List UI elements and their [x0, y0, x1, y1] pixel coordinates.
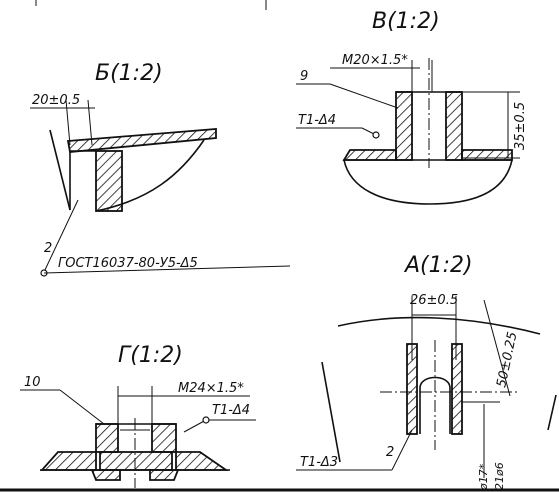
view-g-base-mid [99, 451, 173, 471]
view-a-top-arc [337, 316, 541, 335]
view-a-dia1: ø17* [477, 463, 490, 491]
view-b-ext-line-1 [65, 99, 71, 146]
view-b-title: Б(1:2) [95, 61, 163, 86]
view-v-height-dim: 35±0.5 [513, 102, 528, 150]
view-a-slot [419, 376, 451, 434]
view-g-base-right [175, 451, 229, 471]
view-a-radius-leader [483, 299, 511, 397]
view-a-left-edge [321, 361, 341, 463]
view-v-weld: Т1-Δ4 [298, 113, 336, 128]
view-b-angle-dim: 20±0.5 [32, 93, 80, 108]
view-b-ext-line-2 [87, 99, 93, 146]
view-v-dome [343, 159, 513, 205]
view-g-weld-dot [202, 416, 210, 424]
view-g-thread: M24×1.5* [178, 381, 244, 396]
view-a-dia2: 21ø6 [493, 462, 506, 490]
view-b-note: ГОСТ16037-80-У5-Δ5 [58, 256, 198, 271]
view-b-boss [95, 150, 123, 212]
view-a-wall-right [451, 343, 463, 435]
view-g-weld-leader [183, 419, 207, 433]
view-b-curve [95, 139, 205, 212]
view-a-width-dim: 26±0.5 [410, 293, 458, 308]
view-g-title: Г(1:2) [118, 343, 183, 368]
view-g-lower-right [149, 469, 180, 481]
view-b-plate [66, 128, 217, 153]
view-a-weld: Т1-Δ3 [300, 455, 338, 470]
view-b-left-edge [49, 129, 71, 211]
view-g-lower-left [90, 469, 121, 481]
view-a-leader-label: 2 [386, 445, 394, 460]
view-g-weld: Т1-Δ4 [212, 403, 250, 418]
view-v-thread: M20×1.5* [342, 53, 408, 68]
view-b-note-line [43, 265, 291, 274]
view-g-part: 10 [24, 375, 41, 390]
view-v-wall-right [445, 91, 463, 161]
view-a-title: А(1:2) [403, 253, 473, 278]
view-v-title: В(1:2) [372, 9, 440, 34]
view-g-base-left [39, 451, 97, 471]
view-v: В(1:2) M20×1.5* 9 35±0.5 Т1-Δ4 [296, 9, 528, 205]
view-g-nut-left [95, 423, 119, 453]
view-b-leader [43, 199, 79, 273]
view-v-base-right [461, 149, 513, 161]
view-v-weld-leader [361, 127, 375, 135]
view-v-part-leader [329, 83, 399, 109]
view-b: Б(1:2) 20±0.5 2 ГОСТ16037-80-У5-Δ5 [30, 61, 291, 277]
view-a-right-edge [547, 394, 557, 431]
view-a-weld-leader [391, 429, 413, 471]
view-g-part-leader [59, 389, 105, 425]
view-v-part: 9 [300, 69, 308, 84]
view-a-wall-left [406, 343, 418, 435]
view-g: Г(1:2) 10 M24×1.5* Т1-Δ4 [20, 343, 256, 488]
view-a: А(1:2) 26±0.5 50±0.25 ø17* 21ø6 Т1-Δ3 2 [296, 253, 557, 491]
view-v-base-left [342, 149, 397, 161]
view-v-weld-dot [372, 131, 380, 139]
view-v-wall-left [395, 91, 413, 161]
view-a-radius-dim: 50±0.25 [494, 331, 520, 389]
view-g-nut-right [151, 423, 177, 453]
view-b-leader-label: 2 [44, 241, 52, 256]
